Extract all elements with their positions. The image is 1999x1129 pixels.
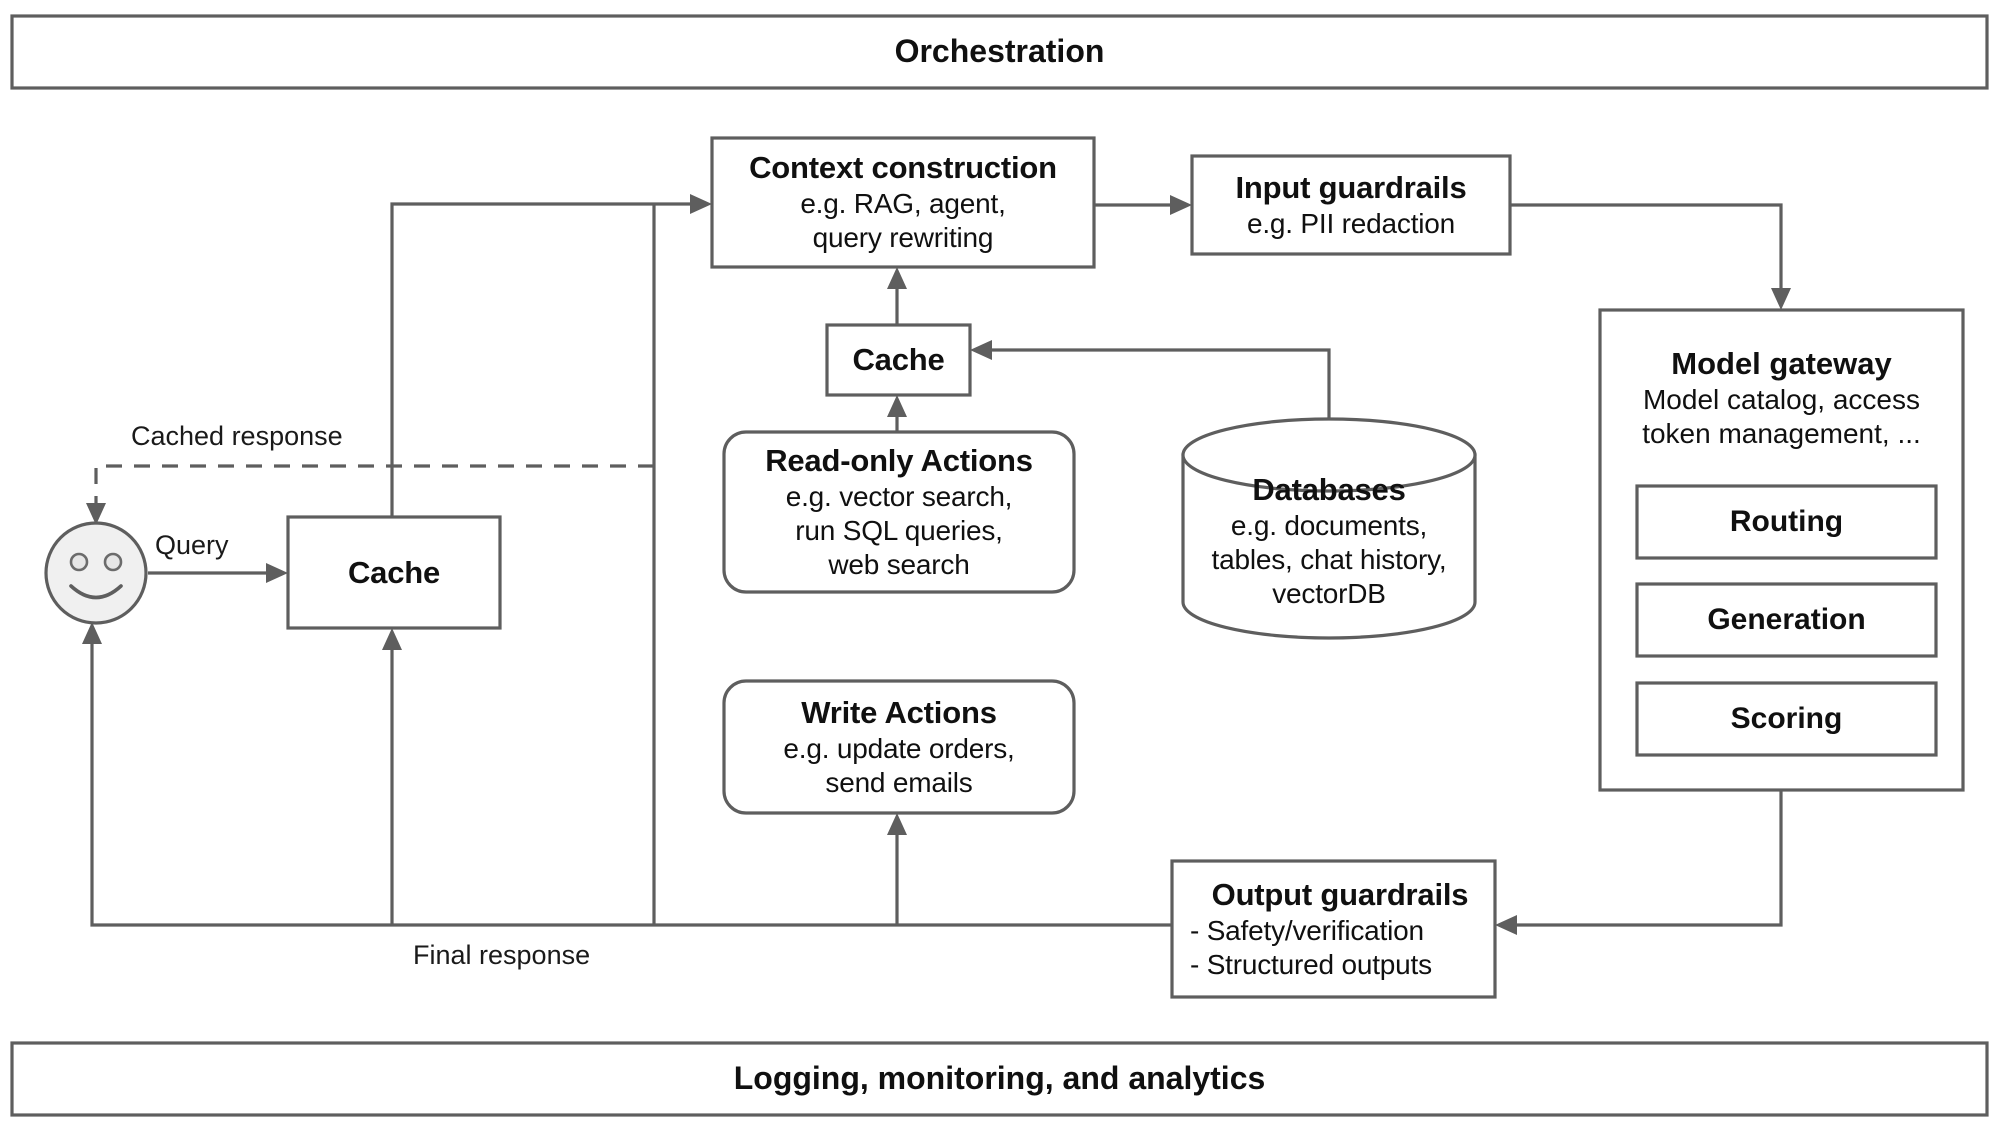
databases-line-2: tables, chat history,: [1211, 543, 1447, 575]
edge-user-to-cache: [148, 563, 288, 583]
cache-left-node[interactable]: Cache: [288, 517, 500, 628]
write-actions-line-2: send emails: [825, 766, 973, 798]
read-only-actions-node[interactable]: Read-only Actions e.g. vector search, ru…: [724, 432, 1074, 592]
context-construction-shape: [710, 136, 1096, 269]
cache-mid-node[interactable]: Cache: [827, 325, 970, 395]
cache-mid-title: Cache: [852, 342, 945, 378]
read-only-actions-line-1: e.g. vector search,: [785, 480, 1013, 512]
databases-shape: [1181, 417, 1477, 640]
model-gateway-line-2: token management, ...: [1642, 417, 1921, 449]
routing-chip[interactable]: Routing: [1637, 486, 1936, 558]
user-avatar-shape: [44, 521, 148, 625]
read-only-actions-title: Read-only Actions: [765, 442, 1033, 478]
edge-read-only-to-cache-mid: [887, 395, 907, 432]
scoring-chip[interactable]: Scoring: [1637, 683, 1936, 755]
input-guardrails-node[interactable]: Input guardrails e.g. PII redaction: [1192, 156, 1510, 254]
output-guardrails-node[interactable]: Output guardrails - Safety/verification …: [1190, 861, 1490, 997]
cache-left-shape: [286, 515, 502, 630]
databases-node[interactable]: Databases e.g. documents, tables, chat h…: [1183, 466, 1475, 616]
input-guardrails-line-1: e.g. PII redaction: [1246, 207, 1456, 239]
context-construction-line-2: query rewriting: [812, 222, 994, 254]
cache-left-title: Cache: [347, 554, 441, 590]
logging-banner: Logging, monitoring, and analytics: [12, 1043, 1987, 1115]
read-only-actions-shape: [722, 430, 1076, 594]
output-guardrails-shape: [1170, 859, 1497, 999]
generation-chip-shape: [1635, 582, 1938, 658]
edge-gateway-to-output-guardrails: [1495, 790, 1783, 935]
scoring-chip-shape: [1635, 681, 1938, 757]
cache-mid-shape: [825, 323, 972, 397]
output-guardrails-line-1: - Safety/verification: [1190, 914, 1424, 946]
orchestration-banner-shape: [10, 14, 1989, 90]
edge-response-to-write-actions: [887, 813, 907, 925]
scoring-chip-label: Scoring: [1730, 701, 1843, 735]
routing-chip-shape: [1635, 484, 1938, 560]
logging-banner-shape: [10, 1041, 1989, 1117]
context-construction-line-1: e.g. RAG, agent,: [800, 188, 1006, 220]
routing-chip-label: Routing: [1729, 504, 1844, 538]
cached-response-label: Cached response: [131, 421, 343, 451]
logging-banner-label: Logging, monitoring, and analytics: [733, 1060, 1266, 1097]
model-gateway-title: Model gateway: [1671, 345, 1892, 381]
edge-cache-to-context: [390, 194, 712, 517]
model-gateway-node[interactable]: Model gateway Model catalog, access toke…: [1600, 333, 1963, 463]
model-gateway-line-1: Model catalog, access: [1642, 383, 1921, 415]
databases-title: Databases: [1252, 471, 1406, 507]
output-guardrails-title: Output guardrails: [1211, 876, 1469, 912]
output-guardrails-line-2: - Structured outputs: [1190, 948, 1432, 980]
edge-input-guardrails-to-gateway: [1510, 203, 1791, 310]
generation-chip[interactable]: Generation: [1637, 584, 1936, 656]
edge-databases-to-cache-mid: [970, 340, 1331, 419]
query-label: Query: [155, 530, 229, 560]
read-only-actions-line-2: run SQL queries,: [795, 514, 1003, 546]
context-construction-node[interactable]: Context construction e.g. RAG, agent, qu…: [712, 138, 1094, 267]
databases-line-1: e.g. documents,: [1230, 509, 1428, 541]
edge-response-to-cache-left: [382, 628, 402, 925]
write-actions-line-1: e.g. update orders,: [783, 732, 1015, 764]
orchestration-banner-label: Orchestration: [894, 33, 1105, 70]
edge-cached-response: [86, 464, 654, 525]
edge-cache-mid-to-context: [887, 267, 907, 325]
read-only-actions-line-3: web search: [828, 548, 970, 580]
edge-final-response: [82, 622, 1172, 927]
write-actions-node[interactable]: Write Actions e.g. update orders, send e…: [724, 681, 1074, 813]
generation-chip-label: Generation: [1707, 602, 1866, 636]
context-construction-title: Context construction: [749, 150, 1057, 186]
input-guardrails-title: Input guardrails: [1235, 170, 1467, 206]
final-response-label: Final response: [413, 940, 591, 970]
edge-context-to-input-guardrails: [1094, 195, 1192, 215]
orchestration-banner: Orchestration: [12, 16, 1987, 88]
databases-line-3: vectorDB: [1272, 577, 1386, 609]
write-actions-title: Write Actions: [801, 694, 997, 730]
write-actions-shape: [722, 679, 1076, 815]
